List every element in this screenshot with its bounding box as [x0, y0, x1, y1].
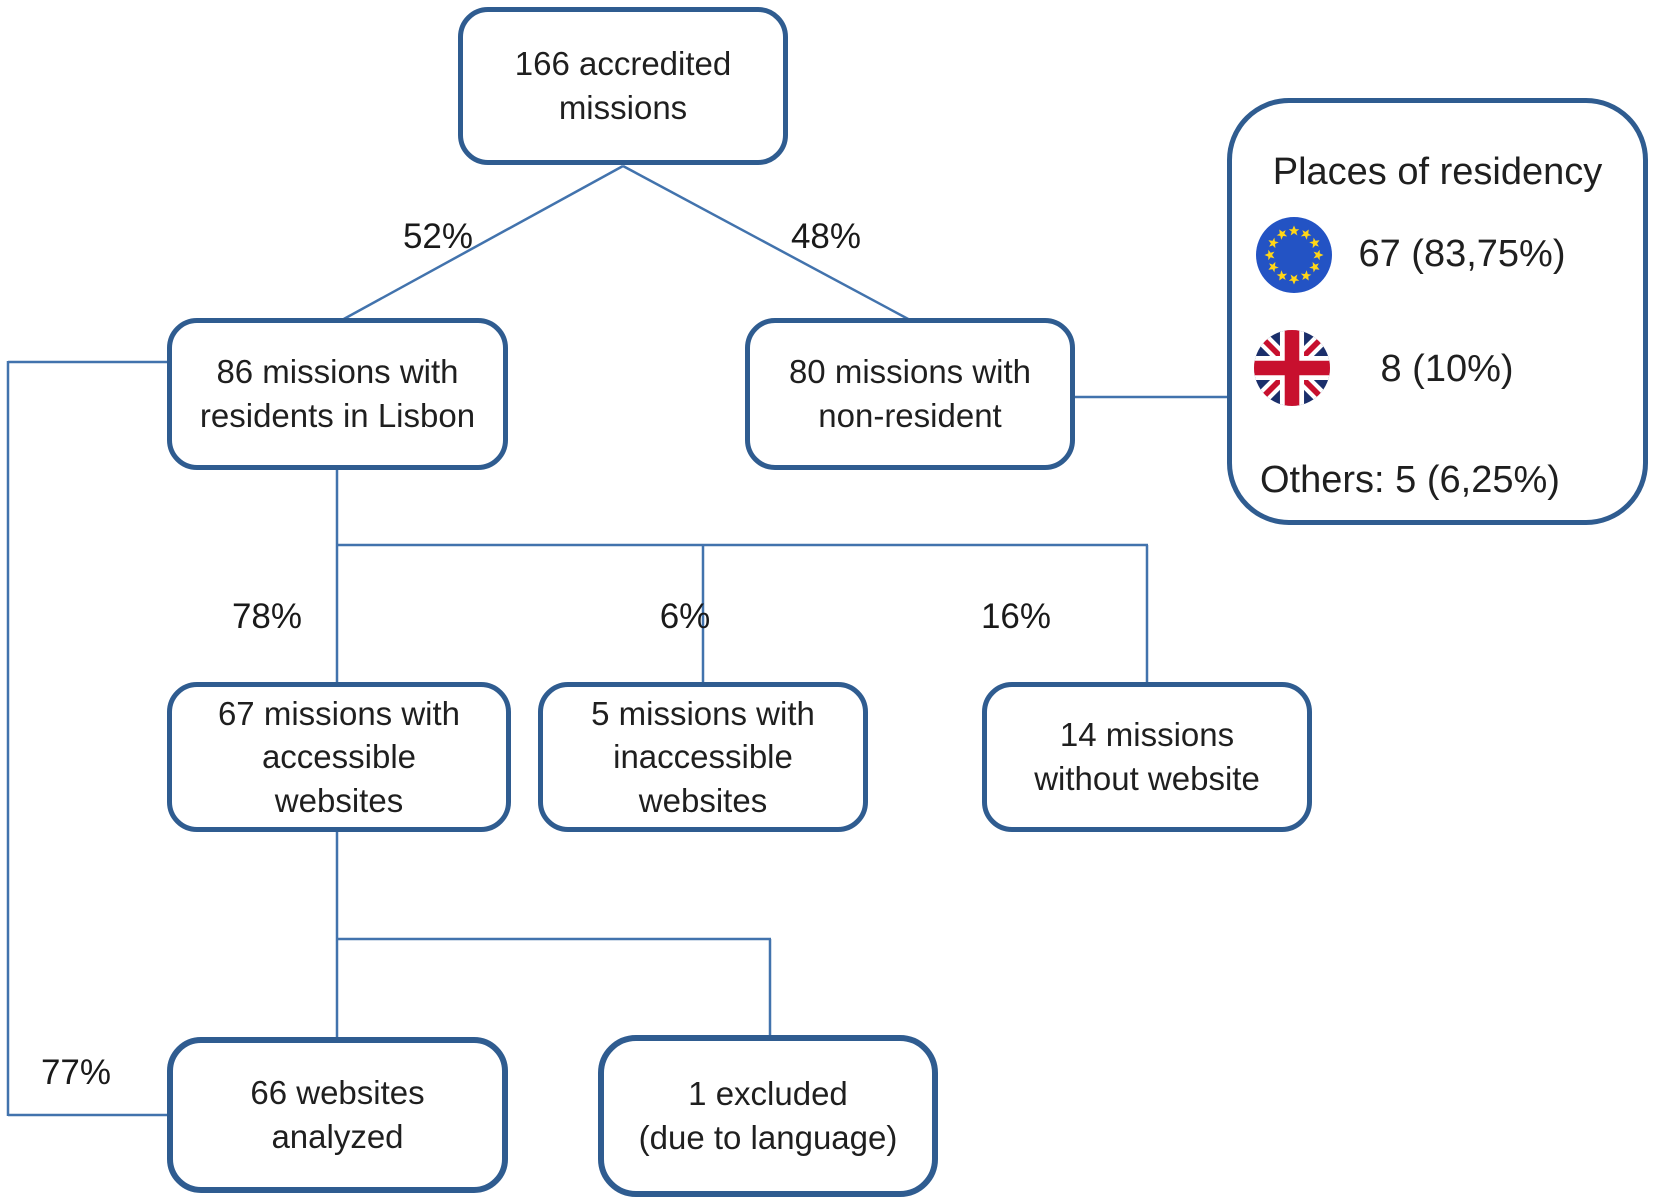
node-websites-analyzed: 66 websites analyzed [167, 1037, 508, 1193]
node-resident-missions: 86 missions with residents in Lisbon [167, 318, 508, 470]
edge-label-non-resident: 48% [790, 217, 862, 256]
eu-residency-value: 67 (83,75%) [1358, 233, 1566, 275]
edge-label-accessible: 78% [231, 597, 303, 636]
node-inaccessible-websites: 5 missions with inaccessible websites [538, 682, 868, 832]
node-total-missions: 166 accredited missions [458, 7, 788, 165]
node-accessible-websites-label: 67 missions with accessible websites [217, 694, 461, 819]
edge-label-no-website: 16% [980, 597, 1052, 636]
uk-flag-icon [1254, 330, 1330, 406]
eu-flag-icon [1256, 217, 1332, 293]
node-without-website-label: 14 missions without website [1034, 716, 1260, 797]
node-nonresident-missions: 80 missions with non-resident [745, 318, 1075, 470]
node-nonresident-missions-label: 80 missions with non-resident [788, 353, 1032, 434]
node-resident-missions-label: 86 missions with residents in Lisbon [199, 353, 476, 434]
others-residency-value: Others: 5 (6,25%) [1260, 459, 1560, 501]
node-total-missions-label: 166 accredited missions [514, 45, 732, 126]
node-excluded-label: 1 excluded (due to language) [638, 1075, 898, 1156]
places-panel-title: Places of residency [1272, 151, 1603, 193]
node-excluded: 1 excluded (due to language) [598, 1035, 938, 1197]
edge-label-inaccessible: 6% [659, 597, 711, 636]
node-inaccessible-websites-label: 5 missions with inaccessible websites [591, 694, 815, 819]
edge-label-analyzed: 77% [40, 1053, 112, 1092]
uk-residency-value: 8 (10%) [1380, 348, 1514, 390]
node-without-website: 14 missions without website [982, 682, 1312, 832]
edge-label-residents: 52% [402, 217, 474, 256]
node-accessible-websites: 67 missions with accessible websites [167, 682, 511, 832]
node-websites-analyzed-label: 66 websites analyzed [250, 1074, 425, 1155]
places-of-residency-panel: Places of residency [1227, 98, 1648, 525]
